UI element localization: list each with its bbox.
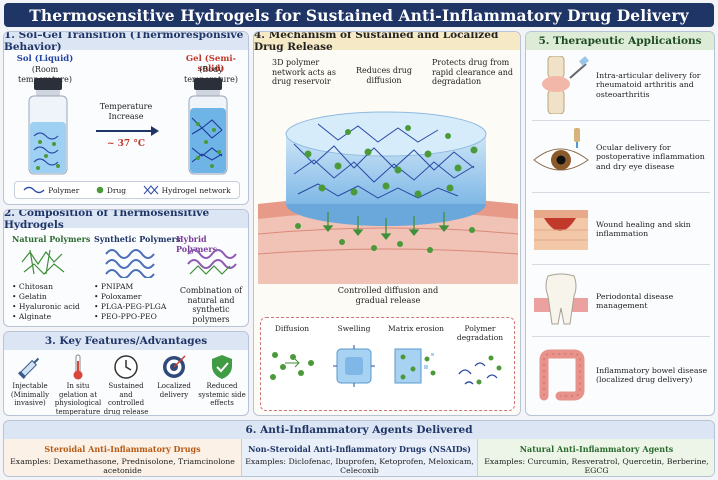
release-mechanisms-box: Diffusion Swelling Matrix erosion Poly bbox=[260, 317, 515, 411]
hybrid-polymer-icon bbox=[187, 249, 237, 275]
drug-icon bbox=[96, 186, 104, 194]
feature-localized-delivery: Localized delivery bbox=[150, 352, 198, 399]
feature-injectable: Injectable (Minimally invasive) bbox=[6, 352, 54, 408]
release-text: Controlled diffusion and gradual release bbox=[337, 285, 439, 305]
temperature-label: ~ 37 °C bbox=[107, 139, 145, 149]
tooth-icon bbox=[534, 273, 588, 325]
app-intra-articular: Intra-articular delivery for rheumatoid … bbox=[530, 54, 712, 116]
legend: Polymer Drug Hydrogel network bbox=[14, 181, 240, 199]
eye-dropper-icon bbox=[533, 128, 589, 171]
divider bbox=[532, 120, 710, 121]
knee-joint-icon bbox=[542, 56, 589, 114]
panel-heading: 6. Anti-Inflammatory Agents Delivered bbox=[4, 421, 714, 439]
agents-nsaids: Non-Steroidal Anti-Inflammatory Drugs (N… bbox=[241, 439, 478, 476]
panel-composition: 2. Composition of Thermosensitive Hydrog… bbox=[3, 209, 249, 327]
legend-polymer: Polymer bbox=[23, 186, 79, 195]
app-ibd: Inflammatory bowel disease (localized dr… bbox=[530, 344, 712, 406]
feature-in-situ-gelation: In situ gelation at physiological temper… bbox=[54, 352, 102, 415]
app-text: Periodontal disease management bbox=[596, 291, 674, 311]
gel-vial-icon bbox=[188, 78, 228, 175]
feature-reduced-side-effects: Reduced systemic side effects bbox=[198, 352, 246, 408]
panel-mechanism: 4. Mechanism of Sustained and Localized … bbox=[253, 31, 521, 416]
target-icon bbox=[163, 355, 186, 378]
natural-polymers-list: Chitosan Gelatin Hyaluronic acid Alginat… bbox=[12, 282, 80, 322]
panel-heading: 3. Key Features/Advantages bbox=[4, 332, 248, 350]
panel-features: 3. Key Features/Advantages Injectable (M… bbox=[3, 331, 249, 416]
mechanism-polymer-degradation: Polymer degradation bbox=[451, 324, 509, 390]
agents-natural: Natural Anti-Inflammatory Agents Example… bbox=[478, 439, 714, 476]
natural-polymer-icon bbox=[21, 249, 65, 275]
panel-applications: 5. Therapeutic Applications Intra-articu… bbox=[525, 31, 715, 416]
feature-sustained-release: Sustained and controlled drug release bbox=[102, 352, 150, 415]
panel-heading: 4. Mechanism of Sustained and Localized … bbox=[254, 32, 520, 53]
transition-arrow bbox=[96, 130, 152, 132]
app-text: Ocular delivery for postoperative inflam… bbox=[596, 142, 705, 171]
diffusion-icon bbox=[270, 352, 314, 380]
callout-protection: Protects drug from rapid clearance and d… bbox=[432, 58, 514, 86]
arrow-head-icon bbox=[151, 126, 159, 136]
panel-heading: 5. Therapeutic Applications bbox=[526, 32, 714, 50]
sol-vial-icon bbox=[28, 78, 68, 175]
erosion-icon bbox=[394, 348, 436, 384]
panel-heading: 2. Composition of Thermosensitive Hydrog… bbox=[4, 210, 248, 231]
divider bbox=[532, 192, 710, 193]
legend-drug: Drug bbox=[96, 186, 126, 195]
panel-sol-gel: 1. Sol–Gel Transition (Thermoresponsive … bbox=[3, 31, 249, 205]
callout-diffusion: Reduces drug diffusion bbox=[355, 66, 413, 85]
arrow-text: Temperature Increase bbox=[99, 102, 153, 121]
synthetic-polymers-list: PNIPAM Poloxamer PLGA-PEG-PLGA PEO-PPO-P… bbox=[94, 282, 166, 322]
polymer-icon bbox=[23, 186, 45, 194]
hybrid-polymers-text: Combination of natural and synthetic pol… bbox=[179, 286, 243, 324]
skin-wound-icon bbox=[534, 210, 588, 250]
mechanism-swelling: Swelling bbox=[325, 324, 383, 389]
synthetic-polymers-title: Synthetic Polymers bbox=[94, 234, 181, 244]
mechanism-diffusion: Diffusion bbox=[263, 324, 321, 389]
syringe-icon bbox=[17, 357, 40, 380]
colon-icon bbox=[539, 349, 585, 401]
app-text: Intra-articular delivery for rheumatoid … bbox=[596, 70, 701, 99]
app-wound-healing: Wound healing and skin inflammation bbox=[530, 198, 712, 260]
legend-network: Hydrogel network bbox=[143, 185, 231, 195]
app-periodontal: Periodontal disease management bbox=[530, 270, 712, 332]
title-bar: Thermosensitive Hydrogels for Sustained … bbox=[4, 3, 714, 27]
hybrid-polymers-title: Hybrid Polymers bbox=[176, 234, 218, 254]
sol-label: Sol (Liquid) bbox=[16, 54, 74, 64]
natural-polymers-title: Natural Polymers bbox=[12, 234, 91, 244]
app-text: Wound healing and skin inflammation bbox=[596, 219, 691, 239]
callout-reservoir: 3D polymer network acts as drug reservoi… bbox=[272, 58, 336, 86]
divider bbox=[532, 336, 710, 337]
page-title: Thermosensitive Hydrogels for Sustained … bbox=[29, 5, 689, 25]
hydrogel-depot-illustration bbox=[258, 111, 518, 284]
app-ocular: Ocular delivery for postoperative inflam… bbox=[530, 126, 712, 188]
network-icon bbox=[143, 185, 159, 195]
mechanism-matrix-erosion: Matrix erosion bbox=[387, 324, 445, 389]
degradation-icon bbox=[458, 355, 502, 385]
panel-agents: 6. Anti-Inflammatory Agents Delivered St… bbox=[3, 420, 715, 477]
agents-steroidal: Steroidal Anti-Inflammatory Drugs Exampl… bbox=[4, 439, 241, 476]
shield-check-icon bbox=[212, 355, 232, 379]
gel-label: Gel (Semi-solid) bbox=[185, 54, 237, 74]
swelling-icon bbox=[333, 345, 375, 387]
divider bbox=[532, 264, 710, 265]
thermometer-icon bbox=[73, 354, 83, 380]
clock-icon bbox=[114, 355, 138, 379]
synthetic-polymer-icon bbox=[105, 249, 155, 278]
panel-heading: 1. Sol–Gel Transition (Thermoresponsive … bbox=[4, 32, 248, 53]
app-text: Inflammatory bowel disease (localized dr… bbox=[596, 365, 708, 385]
